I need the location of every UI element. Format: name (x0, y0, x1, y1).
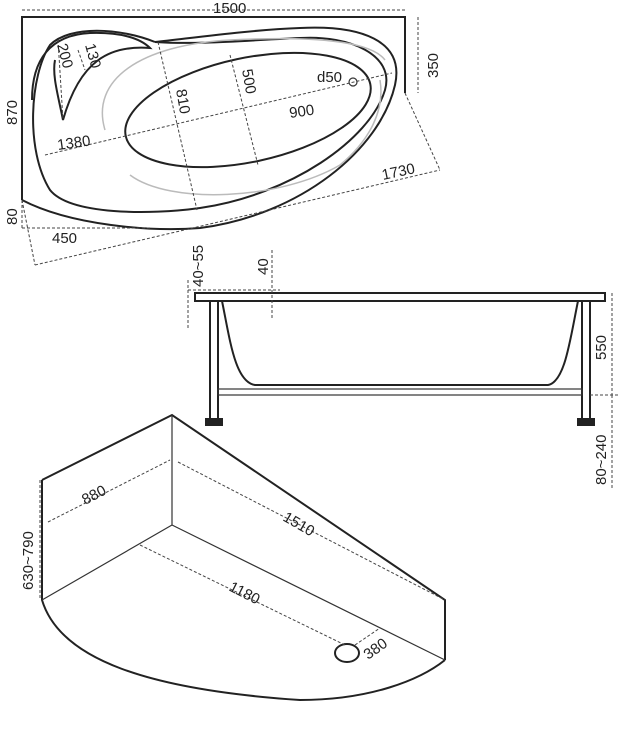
dim-drain-offset: 380 (361, 635, 391, 663)
side-view: 40~55 40 550 80~240 (187, 245, 618, 490)
dim-width: 1500 (213, 0, 246, 17)
dim-rim-thickness: 40~55 (190, 245, 207, 287)
dim-rim-top: 40 (255, 258, 272, 275)
drain-icon (348, 77, 358, 87)
dim-right-height: 350 (425, 53, 442, 78)
top-view: 1500 350 870 130 200 500 d50 810 900 138… (4, 0, 442, 266)
installation-view: 880 1510 630~790 1180 380 (20, 413, 446, 702)
frame-left-leg (209, 301, 219, 418)
headrest (31, 31, 153, 121)
dim-floor-length: 1180 (226, 578, 262, 608)
dim-leg-height: 80~240 (593, 435, 610, 485)
dim-corner-length: 450 (52, 230, 77, 247)
dim-drain: d50 (317, 69, 342, 86)
tub-rim (194, 292, 606, 302)
wall-outline (41, 413, 446, 660)
drain-hole (334, 643, 360, 663)
dim-headrest-width: 130 (81, 42, 104, 71)
dim-basin-width: 500 (238, 68, 259, 96)
dim-headrest-length: 200 (53, 42, 76, 71)
tub-outline (21, 16, 406, 200)
dim-basin-length: 900 (288, 102, 315, 122)
left-foot (205, 418, 223, 426)
frame-crossbar (217, 388, 583, 396)
contour-line (129, 79, 382, 196)
floor-edges (41, 415, 446, 661)
contour-line (101, 37, 386, 131)
dim-tub-height: 550 (593, 335, 610, 360)
dim-long-wall: 1510 (280, 509, 317, 540)
dim-left-height: 870 (4, 100, 21, 125)
dim-short-wall: 880 (79, 482, 109, 509)
tub-basin (221, 300, 579, 386)
dim-front-height: 630~790 (20, 531, 37, 590)
frame-right-leg (581, 301, 591, 418)
front-wall (41, 480, 446, 702)
dim-corner-offset: 80 (4, 208, 21, 225)
dim-inner-depth: 810 (172, 88, 193, 116)
right-foot (577, 418, 595, 426)
dim-diagonal-length: 1730 (380, 160, 416, 184)
dim-inner-length: 1380 (56, 132, 91, 153)
